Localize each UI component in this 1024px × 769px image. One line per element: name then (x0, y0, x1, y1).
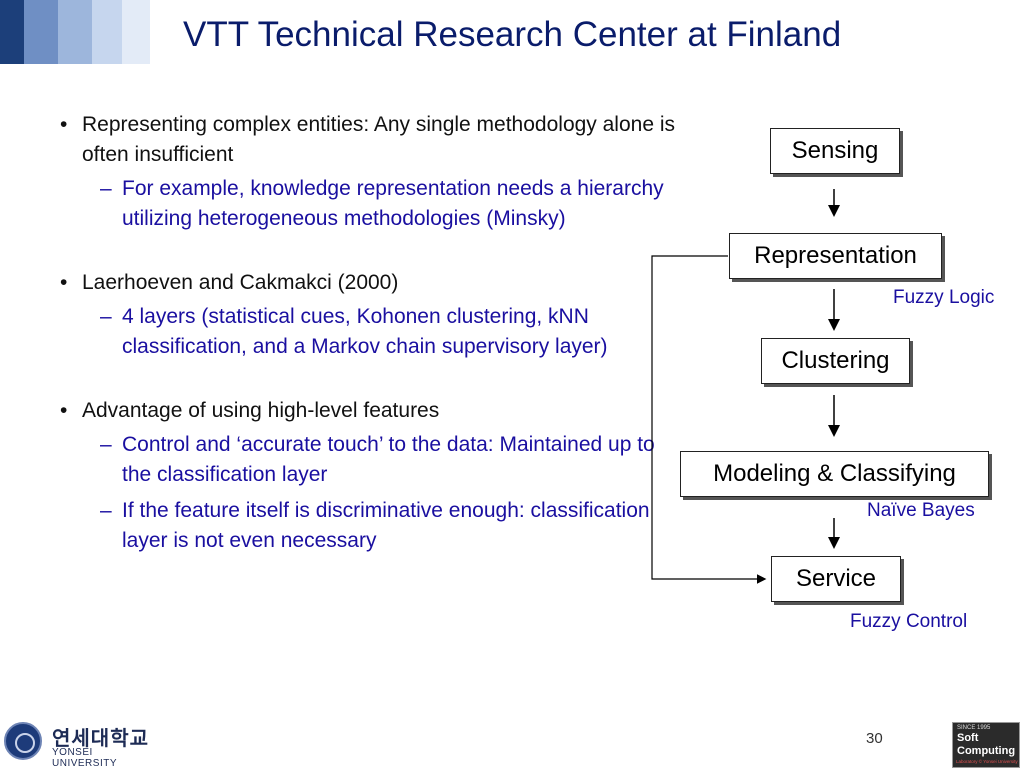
sub-bullet-item: –Control and ‘accurate touch’ to the dat… (100, 433, 655, 486)
slide-title: VTT Technical Research Center at Finland (183, 15, 842, 54)
logo-since-text: SINCE 1995 (957, 725, 991, 731)
university-name-english: YONSEI UNIVERSITY (52, 747, 118, 769)
note-naive-bayes: Naïve Bayes (867, 500, 975, 521)
note-fuzzy-logic: Fuzzy Logic (893, 287, 995, 308)
bullet-item: Advantage of using high-level features (58, 396, 678, 426)
page-number: 30 (866, 730, 883, 747)
university-name-korean: 연세대학교 (52, 728, 149, 750)
header-color-band (0, 0, 150, 64)
sub-bullet-text: If the feature itself is discriminative … (122, 499, 650, 552)
bypass-line-representation-to-service (651, 255, 767, 584)
university-logo: 연세대학교 YONSEI UNIVERSITY (0, 718, 160, 769)
flow-box-clustering: Clustering (761, 338, 910, 384)
flow-box-representation: Representation (729, 233, 942, 279)
sub-bullet-text: Control and ‘accurate touch’ to the data… (122, 433, 655, 486)
flow-box-service: Service (771, 556, 901, 602)
logo-lab-text: Laboratory © Yonsei University (956, 759, 1018, 764)
flow-box-modeling-classifying: Modeling & Classifying (680, 451, 989, 497)
note-fuzzy-control: Fuzzy Control (850, 611, 968, 632)
soft-computing-lab-logo: SINCE 1995 Soft Computing Laboratory © Y… (952, 722, 1020, 768)
bullet-item: Representing complex entities: Any singl… (58, 110, 678, 170)
sub-bullet-text: For example, knowledge representation ne… (122, 177, 664, 230)
sub-bullet-item: –For example, knowledge representation n… (100, 177, 664, 230)
sub-bullet-item: –If the feature itself is discriminative… (100, 499, 650, 552)
bullet-list: Representing complex entities: Any singl… (58, 110, 678, 562)
sub-bullet-text: 4 layers (statistical cues, Kohonen clus… (122, 305, 608, 358)
university-seal-icon (4, 722, 42, 760)
bullet-item: Laerhoeven and Cakmakci (2000) (58, 268, 678, 298)
flow-box-sensing: Sensing (770, 128, 900, 174)
logo-word-computing: Computing (957, 745, 1016, 757)
sub-bullet-item: –4 layers (statistical cues, Kohonen clu… (100, 305, 608, 358)
logo-word-soft: Soft (957, 732, 979, 744)
